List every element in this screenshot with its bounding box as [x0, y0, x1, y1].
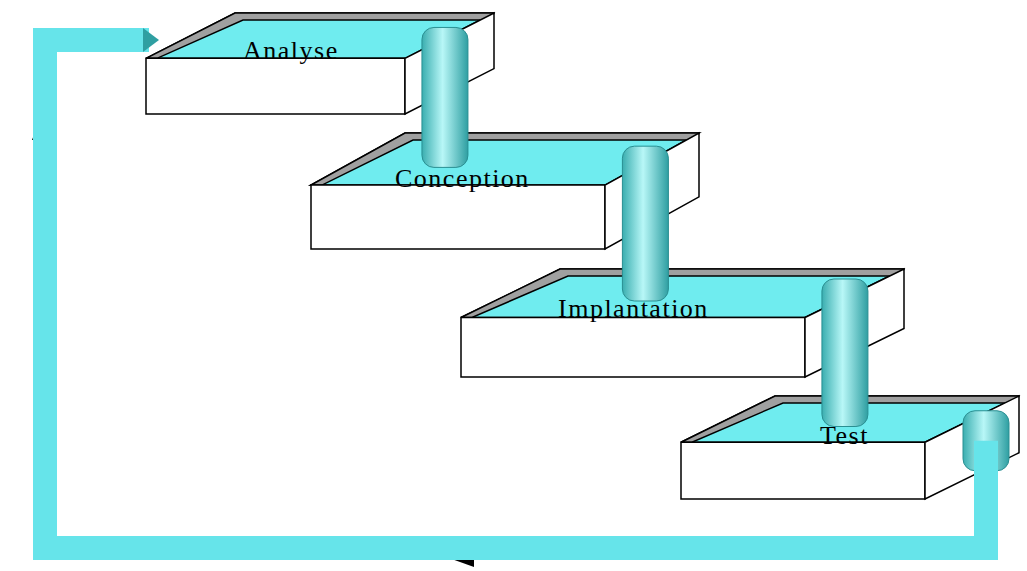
flow-tube	[622, 146, 668, 301]
side-face	[925, 396, 1019, 499]
step-label: Test	[820, 423, 869, 449]
front-face	[311, 185, 605, 249]
front-face	[461, 318, 805, 378]
feedback-loop	[45, 28, 1009, 548]
front-face	[146, 58, 405, 114]
step-label: Implantation	[558, 296, 709, 322]
step-label: Analyse	[243, 38, 339, 64]
front-face	[681, 442, 925, 499]
flow-tube	[822, 279, 868, 427]
step-label: Conception	[395, 166, 530, 192]
flow-tube	[422, 27, 468, 167]
